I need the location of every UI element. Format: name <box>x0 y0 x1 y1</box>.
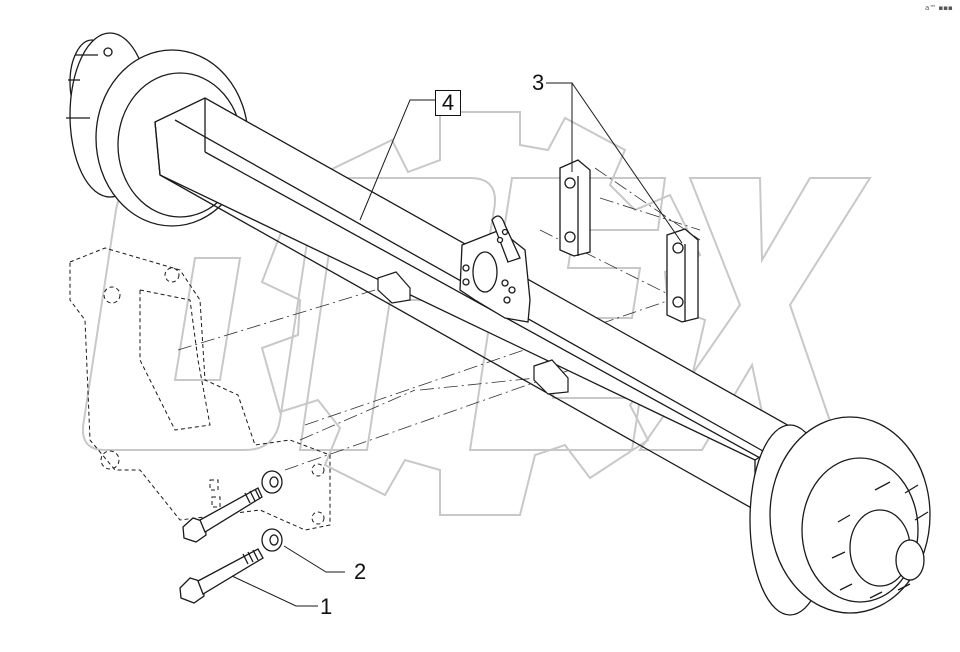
callout-4: 4 <box>435 90 461 116</box>
leader-lines <box>231 82 683 607</box>
beam-pads <box>377 271 569 395</box>
callout-3: 3 <box>532 70 545 95</box>
bolts <box>179 487 264 604</box>
mounting-bracket <box>69 247 331 531</box>
right-hub <box>749 416 931 616</box>
callout-1: 1 <box>320 594 333 619</box>
callout-2: 2 <box>354 559 367 584</box>
plates <box>559 159 699 323</box>
center-bracket <box>459 215 531 323</box>
washers <box>261 470 283 552</box>
corner-mark: a™ ▪▪▪ <box>925 4 953 12</box>
